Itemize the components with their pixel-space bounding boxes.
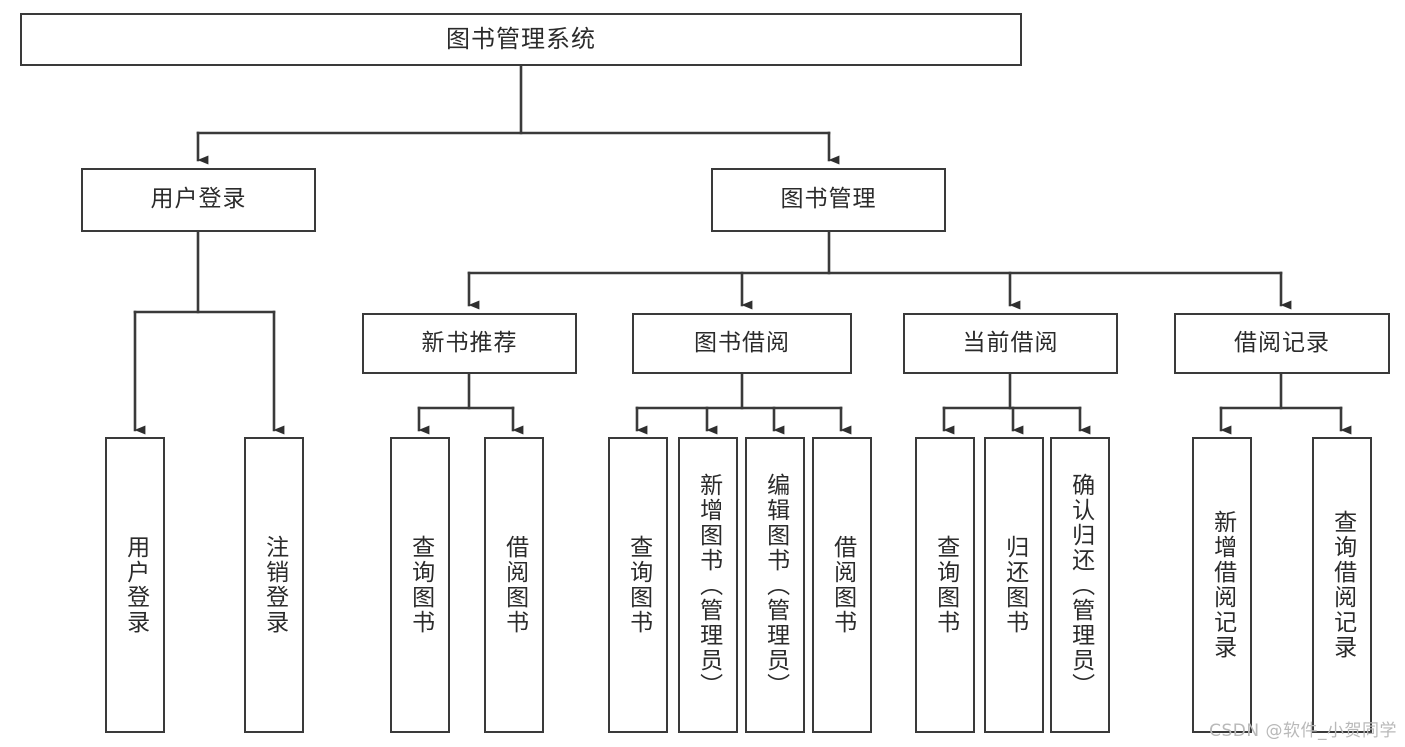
node-label: 当前借阅 [962,329,1059,356]
node-label: 新书推荐 [421,329,518,356]
node-label: 查询图书 [625,535,652,635]
leaf-book-borrow-query[interactable]: 查询图书 [608,437,668,733]
node-book-management[interactable]: 图书管理 [711,168,946,232]
node-book-borrow[interactable]: 图书借阅 [632,313,852,374]
node-user-login[interactable]: 用户登录 [81,168,316,232]
csdn-watermark: CSDN @软件_小贺同学 [1209,721,1397,741]
node-new-book-recommend[interactable]: 新书推荐 [362,313,577,374]
leaf-user-login-login[interactable]: 用户登录 [105,437,165,733]
leaf-new-book-query[interactable]: 查询图书 [390,437,450,733]
node-label: 新增图书（管理员） [695,472,722,698]
node-current-borrow[interactable]: 当前借阅 [903,313,1118,374]
leaf-book-borrow-borrow[interactable]: 借阅图书 [812,437,872,733]
node-label: 图书管理 [780,186,877,213]
node-label: 借阅图书 [829,535,856,635]
leaf-borrow-record-add[interactable]: 新增借阅记录 [1192,437,1252,733]
node-label: 查询借阅记录 [1329,510,1356,660]
leaf-current-borrow-query[interactable]: 查询图书 [915,437,975,733]
leaf-current-borrow-return[interactable]: 归还图书 [984,437,1044,733]
leaf-book-borrow-add[interactable]: 新增图书（管理员） [678,437,738,733]
node-label: 归还图书 [1001,535,1028,635]
node-label: 新增借阅记录 [1209,510,1236,660]
node-label: 查询图书 [932,535,959,635]
node-label: 用户登录 [150,186,247,213]
node-label: 图书管理系统 [446,25,596,54]
node-label: 借阅记录 [1234,329,1330,356]
node-label: 注销登录 [261,535,288,635]
node-label: 借阅图书 [501,535,528,635]
node-label: 图书借阅 [694,329,790,356]
leaf-borrow-record-query[interactable]: 查询借阅记录 [1312,437,1372,733]
leaf-new-book-borrow[interactable]: 借阅图书 [484,437,544,733]
node-root-book-management-system[interactable]: 图书管理系统 [20,13,1022,66]
leaf-user-login-logout[interactable]: 注销登录 [244,437,304,733]
leaf-book-borrow-edit[interactable]: 编辑图书（管理员） [745,437,805,733]
node-label: 查询图书 [407,535,434,635]
node-label: 编辑图书（管理员） [762,472,789,698]
leaf-current-borrow-confirm-return[interactable]: 确认归还（管理员） [1050,437,1110,733]
node-label: 用户登录 [122,535,149,635]
node-borrow-record[interactable]: 借阅记录 [1174,313,1390,374]
node-label: 确认归还（管理员） [1067,472,1094,698]
